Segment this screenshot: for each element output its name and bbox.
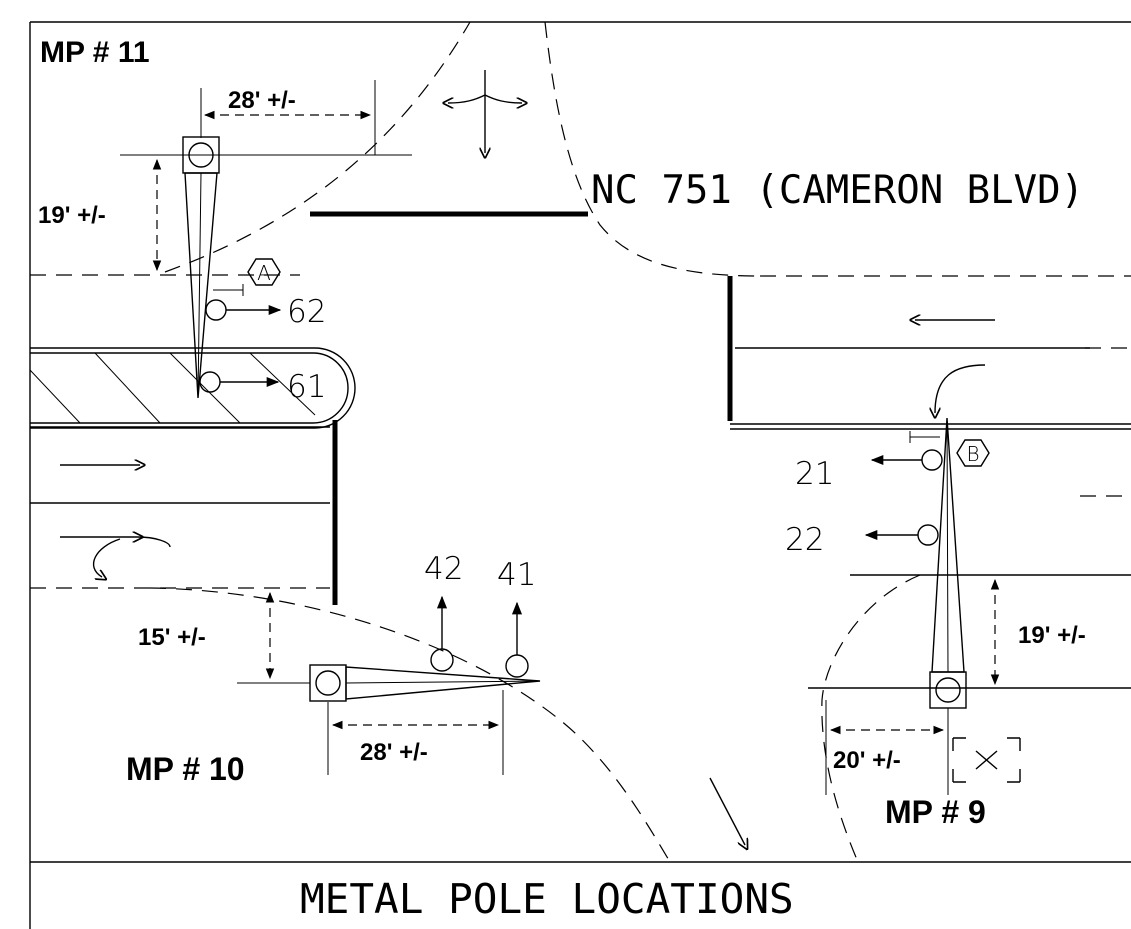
pole-mp10	[237, 591, 541, 775]
hex-marker-b	[956, 439, 990, 467]
dim-mp9-vertical: 19' +/-	[1018, 622, 1086, 649]
diag-down-arrow	[709, 777, 745, 845]
label-mp10: MP # 10	[126, 751, 245, 787]
road-lines	[30, 347, 1131, 689]
hex-label-b: B	[966, 442, 979, 466]
signal-head-22: 22	[785, 522, 824, 558]
signal-head-62: 62	[287, 294, 326, 330]
label-mp11: MP # 11	[40, 36, 150, 69]
dim-mp11-vertical: 19' +/-	[38, 202, 106, 229]
hex-marker-a	[247, 258, 281, 286]
dim-mp11-horizontal: 28' +/-	[228, 87, 296, 114]
controller-cabinet-icon	[952, 737, 1021, 783]
dim-mp10-vertical: 15' +/-	[138, 624, 206, 651]
uturn-right-arrow	[60, 537, 171, 577]
sheet-title: METAL POLE LOCATIONS	[300, 875, 794, 923]
dim-mp10-horizontal: 28' +/-	[360, 739, 428, 766]
three-way-arrow	[448, 70, 522, 153]
pole-mp11	[120, 80, 412, 399]
signal-head-41: 41	[497, 557, 536, 593]
dim-mp9-horizontal: 20' +/-	[833, 747, 901, 774]
lane-arrows	[60, 70, 995, 845]
signal-head-21: 21	[795, 456, 834, 492]
stop-bars	[310, 211, 733, 605]
median-island	[29, 347, 356, 429]
signal-head-42: 42	[424, 551, 463, 587]
label-mp9: MP # 9	[885, 794, 986, 830]
signal-head-61: 61	[287, 369, 326, 405]
road-name: NC 751 (CAMERON BLVD)	[591, 168, 1084, 213]
sheet-border	[29, 21, 1131, 929]
pole-mp9	[825, 417, 1021, 795]
left-turn-down-arrow	[935, 364, 986, 413]
hex-label-a: A	[257, 261, 271, 285]
